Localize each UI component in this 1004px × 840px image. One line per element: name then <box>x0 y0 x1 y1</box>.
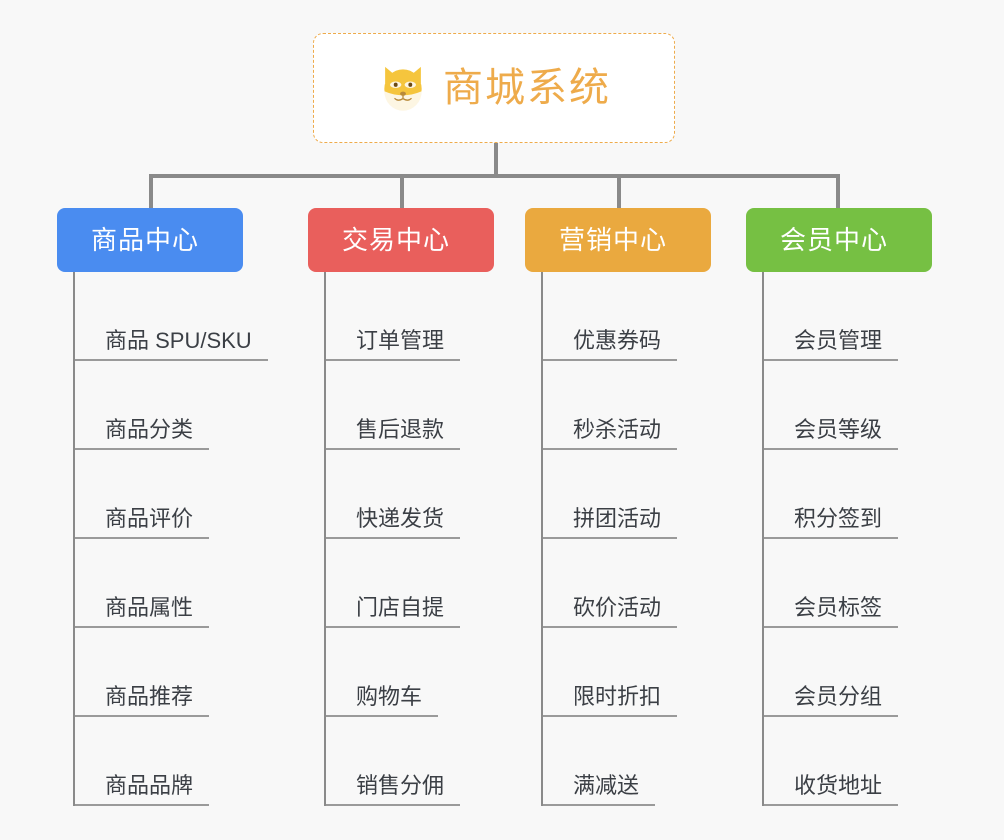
connector-drop-2 <box>617 174 621 208</box>
leaf-item[interactable]: 商品品牌 <box>75 717 268 806</box>
leaf-item[interactable]: 商品评价 <box>75 450 268 539</box>
connector-drop-0 <box>149 174 153 208</box>
leaf-item[interactable]: 会员标签 <box>764 539 932 628</box>
root-node-content: 商城系统 <box>377 62 611 114</box>
category-label-0: 商品中心 <box>91 225 200 255</box>
leaf-group-1: 订单管理 售后退款 快递发货 门店自提 购物车 销售分佣 <box>308 272 494 806</box>
leaf-item[interactable]: 门店自提 <box>326 539 494 628</box>
leaf-label: 订单管理 <box>326 328 461 361</box>
leaf-label: 会员管理 <box>764 328 899 361</box>
leaf-item[interactable]: 满减送 <box>543 717 711 806</box>
leaf-item[interactable]: 购物车 <box>326 628 494 717</box>
connector-trunk-2 <box>541 272 543 806</box>
branch-column-3: 会员中心 会员管理 会员等级 积分签到 会员标签 会员分组 收货地址 <box>746 208 932 806</box>
category-label-1: 交易中心 <box>342 225 451 255</box>
leaf-group-0: 商品 SPU/SKU 商品分类 商品评价 商品属性 商品推荐 商品品牌 <box>57 272 268 806</box>
leaf-item[interactable]: 砍价活动 <box>543 539 711 628</box>
leaf-label: 会员标签 <box>764 595 899 628</box>
leaf-label: 秒杀活动 <box>543 417 678 450</box>
leaf-label: 商品评价 <box>75 506 210 539</box>
leaf-label: 门店自提 <box>326 595 461 628</box>
category-node-2[interactable]: 营销中心 <box>525 208 711 272</box>
leaf-label: 售后退款 <box>326 417 461 450</box>
category-node-3[interactable]: 会员中心 <box>746 208 932 272</box>
leaf-item[interactable]: 快递发货 <box>326 450 494 539</box>
leaf-label: 商品品牌 <box>75 773 210 806</box>
connector-trunk-3 <box>762 272 764 806</box>
category-label-2: 营销中心 <box>559 225 668 255</box>
leaf-label: 限时折扣 <box>543 684 678 717</box>
leaf-item[interactable]: 限时折扣 <box>543 628 711 717</box>
category-label-3: 会员中心 <box>780 225 889 255</box>
leaf-label: 会员等级 <box>764 417 899 450</box>
leaf-label: 优惠券码 <box>543 328 678 361</box>
leaf-item[interactable]: 秒杀活动 <box>543 361 711 450</box>
branch-column-0: 商品中心 商品 SPU/SKU 商品分类 商品评价 商品属性 商品推荐 商品品牌 <box>57 208 268 806</box>
leaf-item[interactable]: 积分签到 <box>764 450 932 539</box>
leaf-item[interactable]: 收货地址 <box>764 717 932 806</box>
leaf-label: 购物车 <box>326 684 439 717</box>
root-node-title: 商城系统 <box>443 66 611 110</box>
leaf-item[interactable]: 商品 SPU/SKU <box>75 272 268 361</box>
leaf-label: 快递发货 <box>326 506 461 539</box>
leaf-item[interactable]: 订单管理 <box>326 272 494 361</box>
connector-trunk-0 <box>73 272 75 806</box>
leaf-item[interactable]: 商品推荐 <box>75 628 268 717</box>
leaf-label: 满减送 <box>543 773 656 806</box>
connector-drop-3 <box>836 174 840 208</box>
root-node[interactable]: 商城系统 <box>313 33 675 143</box>
leaf-item[interactable]: 拼团活动 <box>543 450 711 539</box>
branch-column-1: 交易中心 订单管理 售后退款 快递发货 门店自提 购物车 销售分佣 <box>308 208 494 806</box>
category-node-1[interactable]: 交易中心 <box>308 208 494 272</box>
shiba-dog-face-icon <box>384 66 422 111</box>
leaf-label: 商品推荐 <box>75 684 210 717</box>
leaf-label: 商品分类 <box>75 417 210 450</box>
leaf-item[interactable]: 商品属性 <box>75 539 268 628</box>
connector-horizontal-bus <box>151 174 839 178</box>
connector-root-stem <box>494 143 498 176</box>
leaf-item[interactable]: 销售分佣 <box>326 717 494 806</box>
category-node-0[interactable]: 商品中心 <box>57 208 243 272</box>
leaf-item[interactable]: 优惠券码 <box>543 272 711 361</box>
leaf-label: 砍价活动 <box>543 595 678 628</box>
leaf-label: 收货地址 <box>764 773 899 806</box>
connector-trunk-1 <box>324 272 326 806</box>
leaf-item[interactable]: 会员等级 <box>764 361 932 450</box>
leaf-label: 销售分佣 <box>326 773 461 806</box>
leaf-item[interactable]: 会员分组 <box>764 628 932 717</box>
leaf-item[interactable]: 会员管理 <box>764 272 932 361</box>
connector-drop-1 <box>400 174 404 208</box>
branch-column-2: 营销中心 优惠券码 秒杀活动 拼团活动 砍价活动 限时折扣 满减送 <box>525 208 711 806</box>
leaf-item[interactable]: 商品分类 <box>75 361 268 450</box>
leaf-label: 商品 SPU/SKU <box>75 328 268 361</box>
leaf-label: 商品属性 <box>75 595 210 628</box>
leaf-label: 会员分组 <box>764 684 899 717</box>
leaf-label: 拼团活动 <box>543 506 678 539</box>
leaf-label: 积分签到 <box>764 506 899 539</box>
leaf-item[interactable]: 售后退款 <box>326 361 494 450</box>
leaf-group-3: 会员管理 会员等级 积分签到 会员标签 会员分组 收货地址 <box>746 272 932 806</box>
leaf-group-2: 优惠券码 秒杀活动 拼团活动 砍价活动 限时折扣 满减送 <box>525 272 711 806</box>
